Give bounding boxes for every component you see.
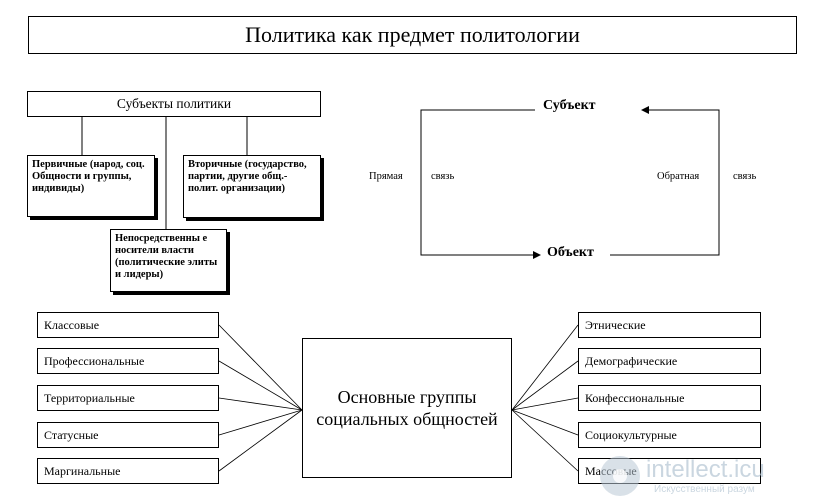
subject-label: Субъект [543, 98, 596, 113]
feedback-link-label-2: связь [733, 171, 757, 182]
watermark: intellect.icu Искусственный разум [598, 452, 813, 500]
watermark-logo-icon [600, 456, 640, 496]
left-group-lines [218, 324, 303, 472]
group-class: Классовые [37, 312, 219, 338]
group-marginal: Маргинальные [37, 458, 219, 484]
group-professional: Профессиональные [37, 348, 219, 374]
watermark-tagline: Искусственный разум [654, 484, 755, 495]
object-label: Объект [547, 245, 594, 260]
group-sociocultural: Социокультурные [578, 422, 761, 448]
group-status: Статусные [37, 422, 219, 448]
watermark-brand: intellect.icu [646, 456, 765, 483]
subjects-header: Субъекты политики [27, 91, 321, 117]
relation-loop-lines [420, 106, 720, 259]
direct-link-label-1: Прямая [369, 171, 403, 182]
direct-power-holders-box: Непосредственны е носители власти (полит… [110, 229, 227, 292]
right-group-lines [511, 324, 579, 472]
feedback-link-label-1: Обратная [657, 171, 700, 182]
subjects-tree-lines [81, 117, 248, 229]
primary-subjects-box: Первичные (народ, соц. Общности и группы… [27, 155, 155, 217]
direct-link-label-2: связь [431, 171, 455, 182]
central-groups-box: Основные группы социальных общностей [302, 338, 512, 478]
page-title: Политика как предмет политологии [28, 16, 797, 54]
group-demographic: Демографические [578, 348, 761, 374]
group-ethnic: Этнические [578, 312, 761, 338]
group-confessional: Конфессиональные [578, 385, 761, 411]
secondary-subjects-box: Вторичные (государство, партии, другие о… [183, 155, 321, 218]
group-territorial: Территориальные [37, 385, 219, 411]
